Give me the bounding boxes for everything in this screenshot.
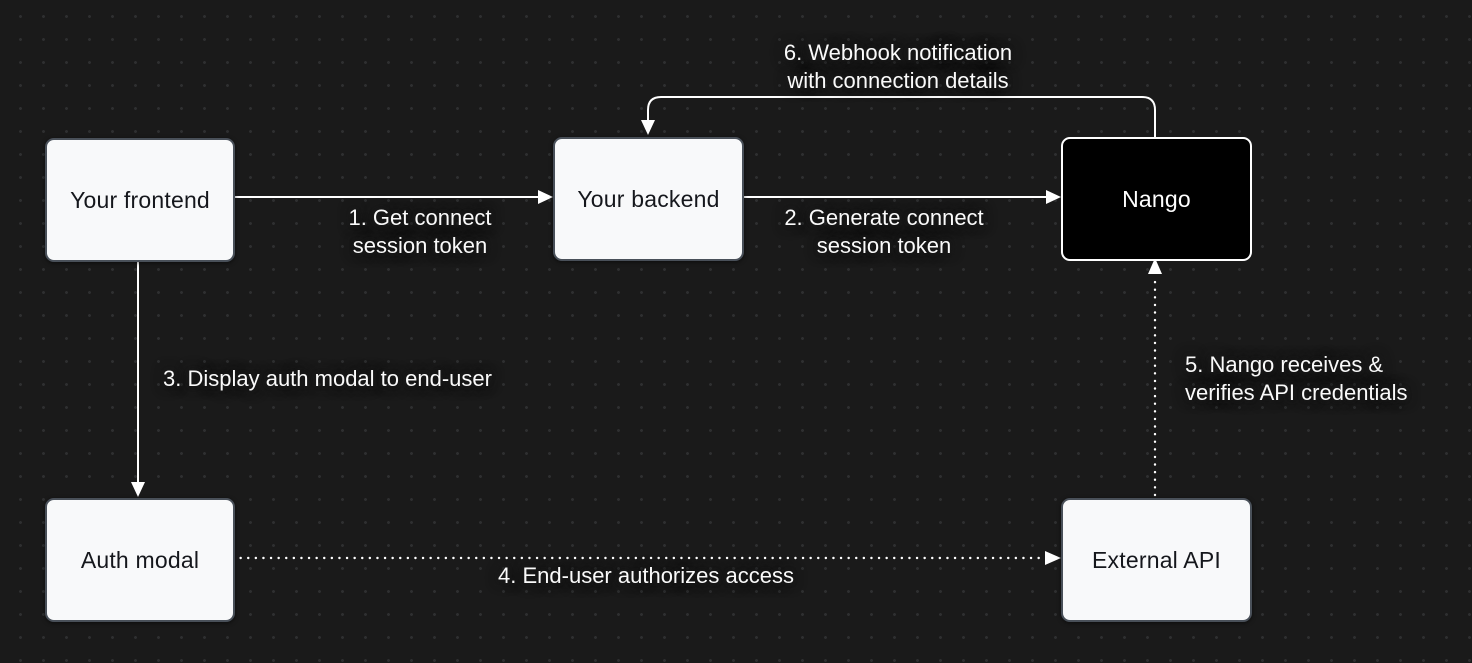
edge-3-label: 3. Display auth modal to end-user xyxy=(163,366,492,391)
edge-2-arrowhead-icon xyxy=(1046,190,1061,204)
node-your-frontend-label: Your frontend xyxy=(70,186,210,213)
node-external-api: External API xyxy=(1061,498,1252,622)
edge-3-arrowhead-icon xyxy=(131,482,145,497)
edge-6-line xyxy=(647,96,1156,137)
node-auth-modal: Auth modal xyxy=(45,498,235,622)
node-your-frontend: Your frontend xyxy=(45,138,235,262)
node-nango: Nango xyxy=(1061,137,1252,261)
edge-6-label: 6. Webhook notification with connection … xyxy=(783,40,1013,93)
edge-1-label: 1. Get connect session token xyxy=(348,205,492,258)
node-external-api-label: External API xyxy=(1092,546,1221,573)
edge-2-label: 2. Generate connect session token xyxy=(784,205,984,258)
edge-5-label: 5. Nango receives & verifies API credent… xyxy=(1185,352,1408,405)
edge-6-arrowhead-icon xyxy=(641,120,655,135)
node-nango-label: Nango xyxy=(1122,185,1191,212)
edge-5-arrowhead-icon xyxy=(1148,258,1162,274)
node-your-backend-label: Your backend xyxy=(577,185,720,212)
edge-4-arrowhead-icon xyxy=(1045,551,1061,565)
edge-4-label: 4. End-user authorizes access xyxy=(498,563,794,588)
node-auth-modal-label: Auth modal xyxy=(80,546,200,573)
edge-1-arrowhead-icon xyxy=(538,190,553,204)
node-your-backend: Your backend xyxy=(553,137,744,261)
